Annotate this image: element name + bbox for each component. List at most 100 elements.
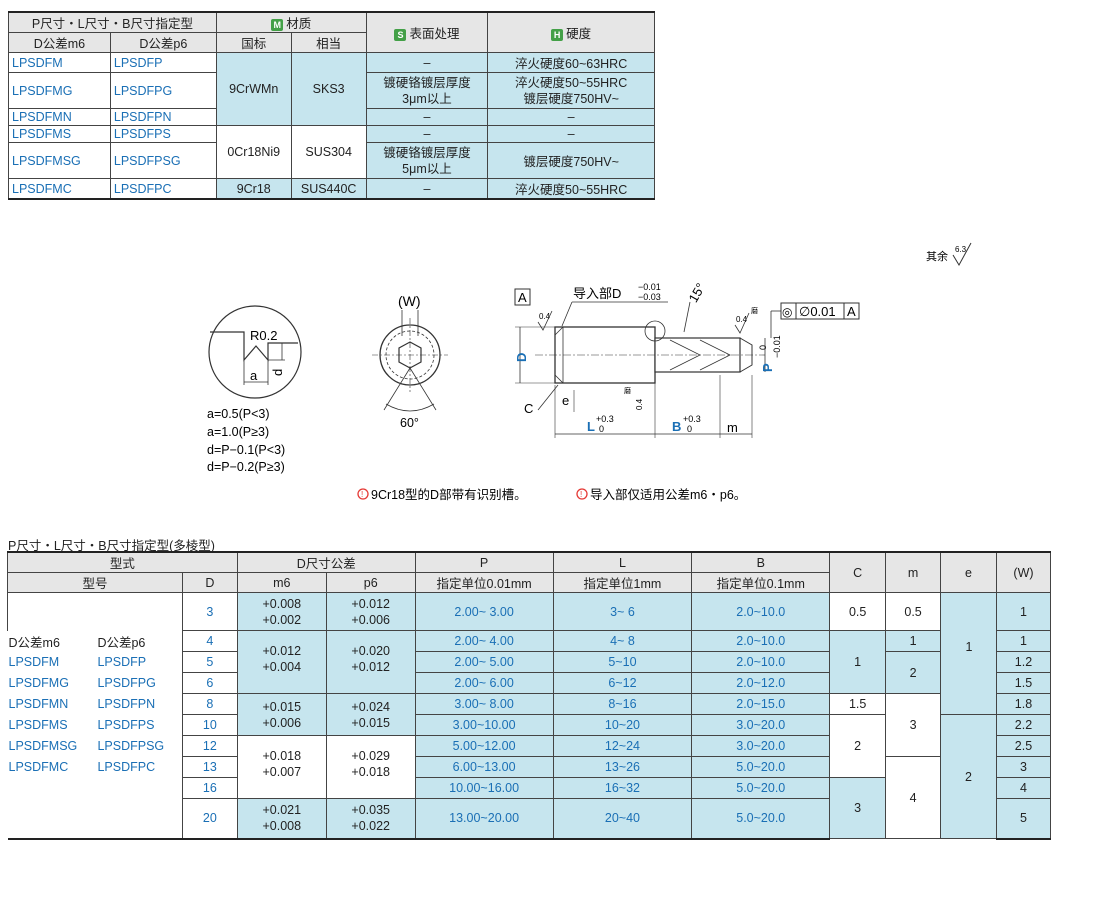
- detail-a: a: [250, 368, 258, 383]
- e-label: e: [562, 393, 569, 408]
- p-header: P: [414, 551, 554, 573]
- roughness-symbol-icon: [952, 242, 972, 267]
- detail-radius: R0.2: [250, 328, 277, 343]
- l-range: 16~32: [552, 777, 693, 799]
- hardness-cell: 淬火硬度50~55HRC: [487, 178, 655, 200]
- spec-caption: P尺寸・L尺寸・B尺寸指定型(多棱型): [8, 539, 215, 553]
- material-equiv: SUS304: [290, 125, 367, 179]
- b-range: 2.0~10.0: [691, 630, 831, 652]
- tol-m6: +0.015+0.006: [236, 693, 327, 736]
- p-tol-upper: 0: [758, 345, 768, 350]
- p-range: 2.00~ 5.00: [414, 651, 554, 673]
- technical-drawing: 其余 6.3 R0.2 a d a=0.5(P<3) a=1.0(P≥3) d=…: [207, 242, 972, 502]
- roughness-value: 6.3: [955, 245, 967, 254]
- b-range: 2.0~15.0: [691, 693, 831, 715]
- material-equiv: SUS440C: [290, 178, 367, 200]
- model-m6: LPSDFMN: [8, 697, 69, 711]
- d-value: 13: [181, 756, 238, 778]
- model-p6: LPSDFPG: [109, 72, 217, 109]
- angle-15: 15°: [685, 281, 708, 306]
- d-value: 10: [181, 714, 238, 736]
- w-value: 5: [995, 798, 1052, 840]
- spec-table: 型式 D尺寸公差 P L B C m e (W) 型号 D m6 p6 指定单位…: [7, 551, 1052, 840]
- detail-d: d: [270, 369, 285, 376]
- c-value: 0.5: [829, 592, 887, 631]
- d-value: 4: [181, 630, 238, 652]
- c-label: C: [524, 401, 533, 416]
- w-value: 1.2: [995, 651, 1052, 673]
- tol-m6: +0.021+0.008: [236, 798, 327, 840]
- w-value: 2.2: [995, 714, 1052, 736]
- model-p6: LPSDFPN: [96, 693, 183, 715]
- e-header: e: [940, 551, 997, 593]
- c-value: 2: [829, 714, 887, 778]
- type-header: 型式: [7, 551, 238, 573]
- warning-icon-mark: !: [361, 490, 363, 499]
- model-m6: LPSDFMSG: [8, 739, 78, 753]
- guide-tol-upper: −0.01: [638, 282, 661, 292]
- tol-m6-header: D公差m6: [8, 32, 111, 53]
- material-badge-icon: M: [271, 18, 284, 31]
- designation-header: P尺寸・L尺寸・B尺寸指定型: [8, 11, 217, 33]
- l-unit-header: 指定单位1mm: [552, 572, 693, 593]
- model-m6: LPSDFMSG: [8, 142, 111, 179]
- model-m6: LPSDFMC: [8, 178, 111, 200]
- b-range: 2.0~10.0: [691, 651, 831, 673]
- model-p6: LPSDFPS: [96, 714, 183, 736]
- b-range: 2.0~10.0: [691, 592, 831, 631]
- note-1: 9Cr18型的D部带有识别槽。: [371, 487, 527, 502]
- model-p6: LPSDFPN: [109, 108, 217, 126]
- w-value: 2.5: [995, 735, 1052, 757]
- w-value: 1: [995, 630, 1052, 652]
- tol-p6: +0.029+0.018: [325, 735, 416, 799]
- c-value: 1: [829, 630, 887, 694]
- model-p6: LPSDFPSG: [109, 142, 217, 179]
- groove-detail: R0.2 a d: [208, 305, 302, 399]
- formula: d=P−0.1(P<3): [207, 443, 285, 457]
- warning-icon: [357, 488, 369, 500]
- l-range: 8~16: [552, 693, 693, 715]
- models-m6-header: D公差m6: [8, 635, 60, 650]
- hardness-cell: –: [487, 108, 655, 126]
- model-m6: LPSDFMS: [8, 718, 68, 732]
- d-value: 16: [181, 777, 238, 799]
- tol-p6: +0.020+0.012: [325, 630, 416, 694]
- p-range: 2.00~ 6.00: [414, 672, 554, 694]
- m-value: 4: [885, 756, 942, 839]
- formula: d=P−0.2(P≥3): [207, 460, 285, 474]
- material-gb: 9Cr18: [215, 178, 292, 200]
- tol-m6: +0.018+0.007: [236, 735, 327, 799]
- tol-m6: +0.012+0.004: [236, 630, 327, 694]
- b-range: 5.0~20.0: [691, 798, 831, 840]
- hardness-cell: 镀层硬度750HV~: [487, 142, 655, 179]
- d-label: D: [514, 353, 529, 362]
- model-m6: LPSDFMG: [8, 72, 111, 109]
- gb-header: 国标: [215, 32, 292, 53]
- c-value: 1.5: [829, 693, 887, 715]
- d-value: 3: [181, 592, 238, 631]
- datum-a: A: [518, 290, 527, 305]
- tol-p6: +0.024+0.015: [325, 693, 416, 736]
- b-header: B: [691, 551, 831, 573]
- m-value: 1: [885, 630, 942, 652]
- model-m6: LPSDFMG: [8, 676, 69, 690]
- angle-60: 60°: [400, 416, 419, 430]
- model-m6: LPSDFM: [8, 52, 111, 73]
- w-value: 1: [995, 592, 1052, 631]
- model-p6: LPSDFPC: [96, 756, 183, 778]
- dtol-header: D尺寸公差: [236, 551, 416, 573]
- l-range: 13~26: [552, 756, 693, 778]
- d-value: 12: [181, 735, 238, 757]
- d-value: 20: [181, 798, 238, 840]
- l-header: L: [552, 551, 693, 573]
- model-header: 型号: [7, 572, 183, 593]
- p-range: 3.00~10.00: [414, 714, 554, 736]
- w-value: 4: [995, 777, 1052, 799]
- p-range: 13.00~20.00: [414, 798, 554, 840]
- models-p6-header: D公差p6: [96, 630, 183, 652]
- model-p6: LPSDFPSG: [96, 735, 183, 757]
- l-range: 10~20: [552, 714, 693, 736]
- c-value: 3: [829, 777, 887, 839]
